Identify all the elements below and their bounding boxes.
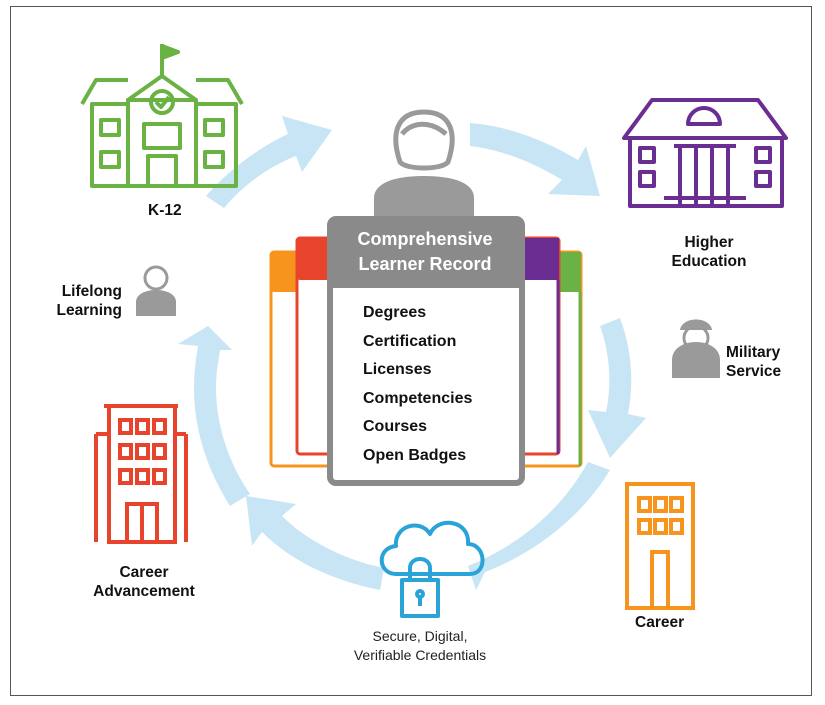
university-icon	[622, 98, 788, 208]
label-k12: K-12	[148, 202, 182, 219]
cycle-arrow-top-right	[470, 123, 600, 196]
record-item-degrees: Degrees	[363, 304, 427, 321]
learner-record-title-line1: Comprehensive	[357, 229, 493, 249]
label-higher-education-line2: Education	[671, 253, 747, 270]
cycle-arrow-right	[588, 318, 646, 458]
label-secure-credentials-line1: Secure, Digital,	[372, 628, 468, 644]
label-military-service-line2: Service	[726, 363, 782, 380]
label-lifelong-learning: Lifelong Learning	[30, 282, 122, 320]
cloud-lock-icon	[379, 520, 485, 618]
label-higher-education: Higher Education	[654, 233, 764, 271]
label-career-advancement: Career Advancement	[74, 563, 214, 601]
tall-building-icon	[94, 404, 188, 544]
cycle-arrow-bottom-right	[468, 462, 610, 590]
label-career-advancement-line1: Career	[119, 564, 169, 581]
label-career: Career	[635, 614, 685, 631]
learner-avatar-icon	[374, 109, 474, 222]
learner-record-title: Comprehensive Learner Record	[332, 227, 518, 277]
record-item-certification: Certification	[363, 332, 457, 350]
label-career-advancement-line2: Advancement	[93, 583, 195, 600]
learner-record-title-line2: Learner Record	[358, 254, 492, 274]
record-item-licenses: Licenses	[363, 361, 432, 378]
learner-record-card	[327, 216, 525, 486]
label-higher-education-line1: Higher	[684, 234, 734, 251]
soldier-icon	[672, 319, 720, 378]
label-lifelong-learning-line2: Learning	[56, 302, 122, 319]
label-military-service: Military Service	[726, 343, 781, 381]
cycle-arrow-bottom-left	[246, 496, 384, 590]
learner-record-items: Degrees Certification Licenses Competenc…	[363, 299, 472, 470]
label-secure-credentials: Secure, Digital, Verifiable Credentials	[330, 627, 510, 665]
person-icon	[136, 265, 176, 316]
label-lifelong-learning-line1: Lifelong	[61, 283, 122, 300]
label-military-service-line1: Military	[726, 344, 781, 361]
record-item-competencies: Competencies	[363, 389, 473, 407]
office-building-icon	[625, 482, 695, 610]
cycle-arrow-left	[178, 326, 250, 506]
label-secure-credentials-line2: Verifiable Credentials	[353, 647, 487, 663]
record-item-courses: Courses	[363, 418, 428, 435]
record-item-open-badges: Open Badges	[363, 446, 467, 464]
school-icon	[80, 44, 244, 188]
